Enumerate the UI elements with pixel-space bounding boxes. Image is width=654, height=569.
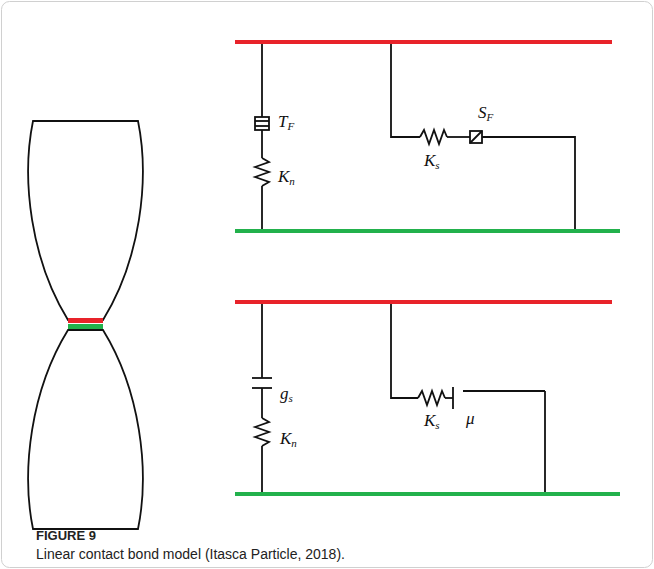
lower-green-plate xyxy=(235,492,620,496)
symbol-label: μ xyxy=(466,410,475,427)
contact-red xyxy=(68,318,103,323)
upper-green-plate xyxy=(235,229,620,233)
contact-green xyxy=(68,324,103,329)
symbol-label: SF xyxy=(478,104,493,123)
upper-particle xyxy=(28,121,143,320)
symbol-label: Kn xyxy=(280,430,297,449)
upper-red-plate xyxy=(235,40,612,44)
symbol-label: Ks xyxy=(424,152,440,171)
symbol-label: Kn xyxy=(278,168,295,187)
lower-schematic xyxy=(252,302,545,494)
symbol-label: Ks xyxy=(424,412,440,431)
figure-caption: Linear contact bond model (Itasca Partic… xyxy=(36,546,345,562)
symbol-label: TF xyxy=(278,113,294,132)
figure-number: FIGURE 9 xyxy=(36,528,96,543)
symbol-label: gs xyxy=(280,385,293,404)
lower-red-plate xyxy=(235,300,612,304)
lower-particle xyxy=(28,330,143,529)
upper-schematic xyxy=(255,42,575,231)
